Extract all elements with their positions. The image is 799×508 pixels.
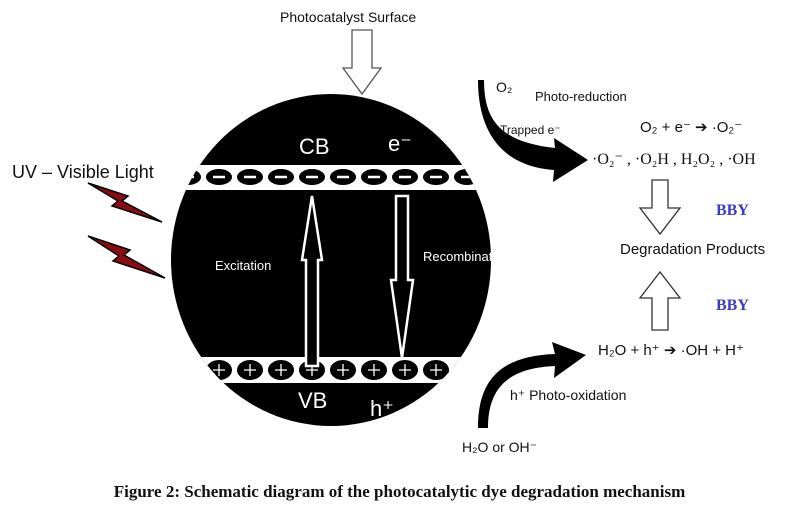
photo-oxidation-label: h⁺ Photo-oxidation	[510, 387, 627, 403]
bby-label-bottom: BBY	[716, 297, 749, 314]
electron	[173, 167, 203, 187]
plus-icon	[337, 364, 349, 376]
trapped-electron-label: Trapped e⁻	[500, 123, 561, 137]
plus-icon	[399, 364, 411, 376]
hole-label: h⁺	[370, 396, 394, 421]
o2-label: O₂	[496, 79, 513, 95]
reactive-species: ·O₂⁻ , ·O₂H , H₂O₂ , ·OH	[592, 151, 756, 168]
oxidation-curved-arrow	[478, 342, 586, 428]
reduction-equation: O₂ + e⁻ ➔ ·O₂⁻	[640, 119, 743, 136]
plus-icon	[244, 364, 256, 376]
plus-icon	[430, 364, 442, 376]
oxidation-source-label: H₂O or OH⁻	[462, 439, 538, 455]
recombination-label: Recombination	[423, 249, 510, 264]
bby-label-top: BBY	[716, 202, 749, 219]
electron-label: e⁻	[388, 131, 412, 156]
excitation-label: Excitation	[215, 258, 272, 273]
title-label: Photocatalyst Surface	[280, 9, 417, 25]
recombination-arrow	[389, 194, 415, 359]
lightning-bolt-icon	[87, 182, 163, 223]
lightning-bolt-icon	[87, 235, 166, 279]
cb-label: CB	[299, 134, 330, 159]
reduction-curved-arrow	[478, 80, 588, 182]
plus-icon	[213, 364, 225, 376]
excitation-arrow	[300, 195, 324, 368]
hole	[452, 358, 482, 382]
photo-reduction-label: Photo-reduction	[535, 89, 627, 104]
surface-arrow	[341, 29, 383, 96]
light-label: UV – Visible Light	[12, 162, 154, 182]
hole	[173, 358, 203, 382]
vb-label: VB	[298, 388, 328, 413]
plus-icon	[461, 364, 473, 376]
plus-icon	[275, 364, 287, 376]
up-arrow-to-products	[638, 270, 682, 331]
down-arrow-to-products	[638, 179, 682, 236]
degradation-products-label: Degradation Products	[620, 241, 766, 258]
figure-caption: Figure 2: Schematic diagram of the photo…	[113, 482, 686, 501]
plus-icon	[182, 364, 194, 376]
plus-icon	[368, 364, 380, 376]
oxidation-equation: H₂O + h⁺ ➔ ·OH + H⁺	[598, 342, 744, 359]
